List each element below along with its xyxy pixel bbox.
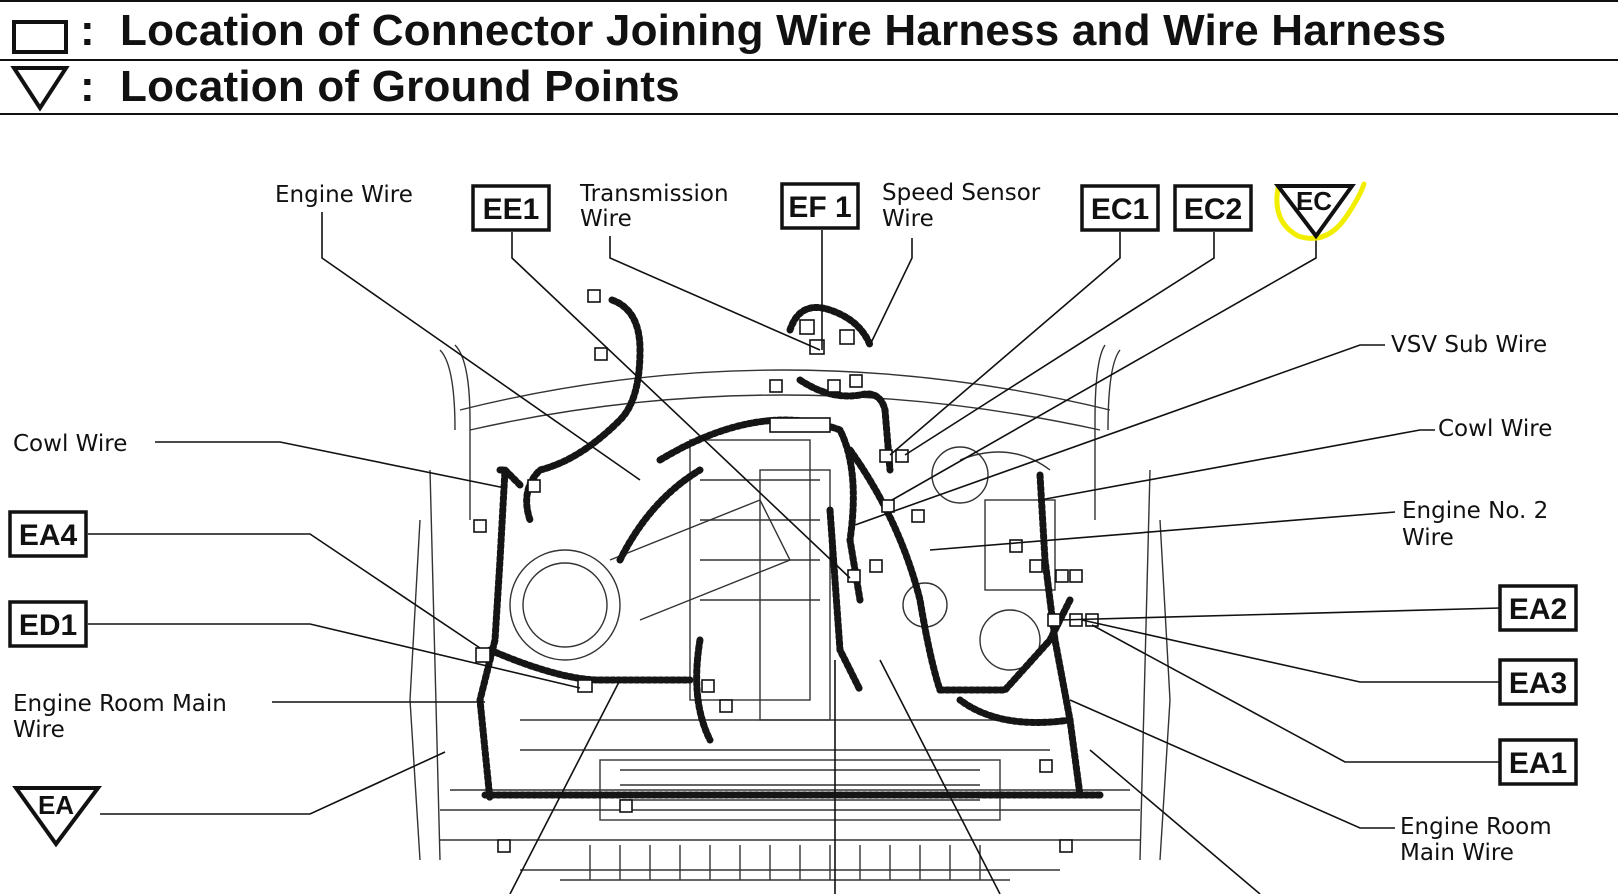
label-speed-sensor-wire-line1: Speed Sensor xyxy=(882,180,1041,206)
connector-ea1-label: EA1 xyxy=(1509,747,1567,780)
ground-point-ec: EC xyxy=(1273,181,1367,241)
ground-ec-label: EC xyxy=(1296,186,1332,216)
legend-connector-row: : Location of Connector Joining Wire Har… xyxy=(0,4,1618,56)
label-transmission-wire-line2: Wire xyxy=(580,206,632,232)
label-engine-room-main-right-line1: Engine Room xyxy=(1400,814,1552,840)
label-engine-room-main-right-line2: Main Wire xyxy=(1400,840,1514,866)
connector-box-ee1: EE1 xyxy=(471,184,551,232)
legend-connector-text: Location of Connector Joining Wire Harne… xyxy=(120,6,1447,55)
label-engine-no2-wire-line1: Engine No. 2 xyxy=(1402,498,1548,524)
connector-ed1-label: ED1 xyxy=(19,609,77,642)
label-cowl-wire-left: Cowl Wire xyxy=(13,431,127,457)
connector-ef1-label: EF 1 xyxy=(788,191,851,224)
connector-box-ea4: EA4 xyxy=(8,510,88,558)
label-vsv-sub-wire: VSV Sub Wire xyxy=(1391,332,1547,358)
connector-box-icon xyxy=(12,20,68,54)
connector-box-ea3: EA3 xyxy=(1498,658,1578,706)
legend-divider xyxy=(0,59,1618,61)
label-cowl-wire-right: Cowl Wire xyxy=(1438,416,1552,442)
connector-ec2-label: EC2 xyxy=(1184,193,1242,226)
legend-ground-row: : Location of Ground Points xyxy=(0,60,1618,112)
connector-box-ec1: EC1 xyxy=(1080,184,1160,232)
connector-ec1-label: EC1 xyxy=(1091,193,1149,226)
label-speed-sensor-wire-line2: Wire xyxy=(882,206,934,232)
wire-harness-lines xyxy=(476,296,1104,804)
label-transmission-wire-line1: Transmission xyxy=(579,181,729,207)
label-engine-room-main-left-line1: Engine Room Main xyxy=(13,691,227,717)
connector-box-ed1: ED1 xyxy=(8,600,88,648)
top-border xyxy=(0,0,1618,2)
leader-lines xyxy=(88,212,1501,894)
connector-box-ef1: EF 1 xyxy=(780,182,860,230)
legend-bottom-border xyxy=(0,113,1618,115)
ground-triangle-icon xyxy=(12,786,102,848)
ground-triangle-icon xyxy=(1273,184,1356,240)
connector-ea4-label: EA4 xyxy=(19,519,78,552)
connector-box-ea1: EA1 xyxy=(1498,738,1578,786)
connector-ee1-label: EE1 xyxy=(483,193,540,226)
label-engine-wire: Engine Wire xyxy=(275,182,413,208)
connector-ea3-label: EA3 xyxy=(1509,667,1567,700)
vehicle-outline xyxy=(409,344,1171,881)
harness-connectors xyxy=(473,289,1099,853)
legend-ground-text: Location of Ground Points xyxy=(120,62,680,111)
wire-harness-diagram: Engine Wire Transmission Wire Speed Sens… xyxy=(8,180,1578,894)
connector-ea2-label: EA2 xyxy=(1509,593,1567,626)
connector-box-ea2: EA2 xyxy=(1498,584,1578,632)
ground-triangle-icon xyxy=(10,66,70,112)
label-engine-no2-wire-line2: Wire xyxy=(1402,525,1454,551)
label-engine-room-main-left-line2: Wire xyxy=(13,717,65,743)
connector-box-ec2: EC2 xyxy=(1173,184,1253,232)
legend-connector-separator: : xyxy=(80,6,95,55)
ground-point-ea: EA xyxy=(12,786,102,848)
highlight-circle-icon xyxy=(1274,181,1367,241)
legend-ground-separator: : xyxy=(80,62,95,111)
ground-ea-label: EA xyxy=(38,790,74,820)
